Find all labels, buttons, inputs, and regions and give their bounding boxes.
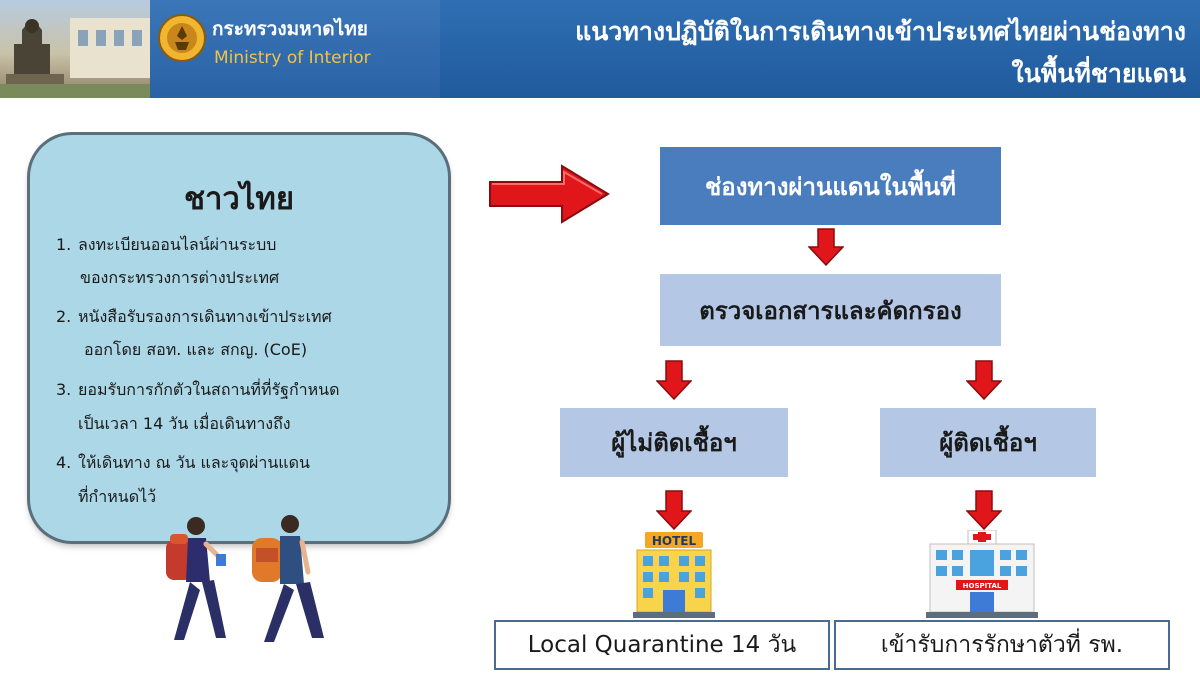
hospital-icon: HOSPITAL	[926, 530, 1038, 618]
requirement-item-1: 1. ลงทะเบียนออนไลน์ผ่านระบบ	[56, 233, 276, 258]
card-heading: ชาวไทย	[183, 181, 295, 217]
border-checkpoint-box: ช่องทางผ่านแดนในพื้นที่	[660, 147, 1001, 225]
requirement-item-1-cont: ของกระทรวงการต่างประเทศ	[80, 268, 280, 287]
header-photo	[0, 0, 150, 98]
requirement-item-3: 3. ยอมรับการกักตัวในสถานที่ที่รัฐกำหนด	[56, 378, 339, 403]
hotel-icon: HOTEL	[633, 532, 715, 618]
not-infected-box: ผู้ไม่ติดเชื้อฯ	[560, 408, 788, 477]
ministry-name-thai: กระทรวงมหาดไทย	[212, 18, 368, 40]
travelers-illustration	[166, 515, 324, 642]
arrow-right-icon	[489, 164, 610, 224]
item-text: หนังสือรับรองการเดินทางเข้าประเทศ	[78, 307, 332, 326]
item-text: ยอมรับการกักตัวในสถานที่ที่รัฐกำหนด	[78, 380, 340, 399]
hospital-sign: HOSPITAL	[963, 582, 1002, 590]
item-text: ลงทะเบียนออนไลน์ผ่านระบบ	[78, 235, 277, 254]
arrow-down-icon	[966, 360, 1002, 400]
page-title-line-2: ในพื้นที่ชายแดน	[1011, 59, 1186, 88]
requirement-item-2-cont: ออกโดย สอท. และ สกญ. (CoE)	[84, 340, 308, 359]
requirement-item-2: 2. หนังสือรับรองการเดินทางเข้าประเทศ	[56, 305, 332, 330]
requirement-item-4: 4. ให้เดินทาง ณ วัน และจุดผ่านแดน	[56, 451, 310, 476]
ministry-emblem-icon	[158, 14, 206, 62]
local-quarantine-box: Local Quarantine 14 วัน	[494, 620, 830, 670]
item-number: 2.	[56, 307, 72, 326]
item-number: 1.	[56, 235, 72, 254]
hotel-sign: HOTEL	[652, 534, 697, 548]
arrow-down-icon	[966, 490, 1002, 530]
screening-box: ตรวจเอกสารและคัดกรอง	[660, 274, 1001, 346]
arrow-down-icon	[656, 490, 692, 530]
hospital-treatment-box: เข้ารับการรักษาตัวที่ รพ.	[834, 620, 1170, 670]
item-number: 3.	[56, 380, 72, 399]
page-title-line-1: แนวทางปฏิบัติในการเดินทางเข้าประเทศไทยผ่…	[575, 17, 1186, 46]
arrow-down-icon	[808, 228, 844, 266]
infected-box: ผู้ติดเชื้อฯ	[880, 408, 1096, 477]
item-text: ให้เดินทาง ณ วัน และจุดผ่านแดน	[78, 453, 310, 472]
arrow-down-icon	[656, 360, 692, 400]
ministry-name-english: Ministry of Interior	[214, 48, 371, 68]
thai-citizens-card: ชาวไทย 1. ลงทะเบียนออนไลน์ผ่านระบบ ของกระ…	[30, 135, 448, 541]
requirement-item-3-cont: เป็นเวลา 14 วัน เมื่อเดินทางถึง	[78, 414, 291, 433]
requirement-item-4-cont: ที่กำหนดไว้	[78, 487, 157, 506]
item-number: 4.	[56, 453, 72, 472]
